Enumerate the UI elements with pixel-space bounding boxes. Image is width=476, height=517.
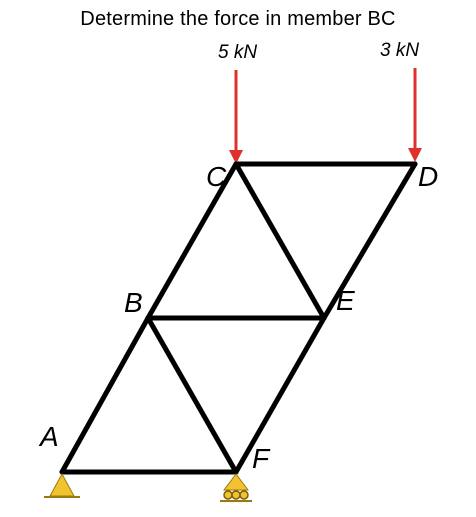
load-label-d: 3 kN — [380, 40, 419, 61]
pin-support-a — [44, 472, 80, 498]
member-ef — [233, 315, 327, 475]
load-arrow-d-head — [408, 148, 422, 162]
member-bc — [145, 161, 239, 321]
node-label-e: E — [336, 285, 355, 316]
node-label-f: F — [252, 443, 271, 474]
member-de — [321, 161, 418, 321]
load-arrow-c-head — [229, 150, 243, 164]
node-label-b: B — [124, 287, 143, 318]
node-label-d: D — [418, 161, 438, 192]
member-ab — [59, 315, 151, 475]
load-label-c: 5 kN — [218, 42, 257, 63]
node-label-c: C — [206, 161, 227, 192]
problem-title: Determine the force in member BC — [80, 8, 396, 30]
member-ce — [233, 161, 327, 321]
node-label-a: A — [38, 421, 59, 452]
roller-support-f — [220, 473, 252, 502]
member-bf — [145, 315, 239, 475]
